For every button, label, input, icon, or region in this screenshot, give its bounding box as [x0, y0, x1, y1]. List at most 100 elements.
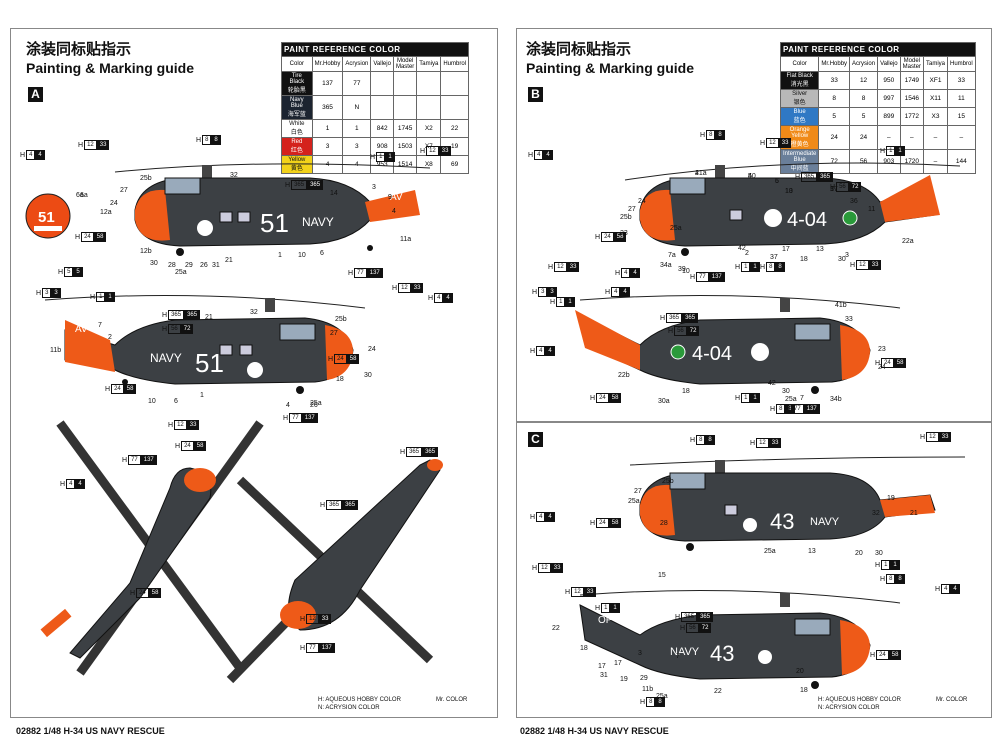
part-number: 12b — [140, 248, 152, 255]
rotor-hub — [202, 165, 212, 179]
paint-cell-hobby: 72 — [818, 149, 851, 174]
legend-acrysion: N: ACRYSION COLOR — [818, 705, 880, 711]
col-header: Color — [281, 56, 313, 72]
part-number: 30 — [364, 372, 372, 379]
paint-cell-tamiya: – — [922, 149, 949, 174]
rotor-hub — [715, 165, 725, 179]
part-number: 25b — [662, 478, 674, 485]
cabin-window — [724, 504, 738, 516]
paint-cell-acry: 12 — [849, 71, 879, 90]
paint-cell-mm: 1546 — [899, 89, 924, 108]
section-badge-a: A — [28, 87, 43, 102]
part-number: 22 — [714, 688, 722, 695]
part-number: 30 — [875, 550, 883, 557]
paint-cell-mm: 1503 — [392, 137, 418, 156]
part-number: 22 — [552, 625, 560, 632]
side-code: 43 — [770, 509, 794, 534]
paint-cell-hobby: 8 — [818, 89, 851, 108]
tail-wheel — [367, 245, 373, 251]
cockpit-window — [794, 618, 831, 636]
orange-tail — [40, 608, 72, 638]
paint-cell-acry: 56 — [849, 149, 879, 174]
part-number: 24 — [368, 346, 376, 353]
col-header: Acrysion — [342, 56, 372, 72]
rotor-hub — [780, 593, 790, 607]
part-number: 30 — [150, 260, 158, 267]
part-number: 27 — [634, 488, 642, 495]
navy-lettering: NAVY — [150, 351, 182, 365]
part-number: 21 — [205, 314, 213, 321]
rotor-blade — [629, 456, 966, 466]
paint-cell-acry: 77 — [342, 71, 372, 96]
part-number: 1 — [830, 186, 834, 193]
rotor-blade — [44, 295, 366, 309]
orange-nose — [640, 189, 675, 241]
part-number: 33 — [845, 316, 853, 323]
col-header: Tamiya — [922, 56, 949, 72]
part-number: 1 — [278, 252, 282, 259]
cockpit-window — [164, 177, 201, 195]
legend-mrcolor: Mr. COLOR — [936, 697, 968, 703]
wheel — [176, 248, 184, 256]
part-number: 12a — [100, 209, 112, 216]
paint-cell-acry: 1 — [342, 119, 372, 138]
part-number: 24 — [110, 200, 118, 207]
rotor-hub — [715, 460, 725, 474]
side-code: 51 — [260, 208, 289, 238]
part-number: 41a — [695, 170, 707, 177]
paint-cell-mm — [392, 71, 418, 96]
part-number: 11 — [868, 206, 876, 213]
col-header: Humbrol — [947, 56, 976, 72]
section-badge-b: B — [528, 87, 543, 102]
part-number: 22b — [618, 372, 630, 379]
legend-acrysion: N: ACRYSION COLOR — [318, 705, 380, 711]
fuselage-bottom — [288, 459, 441, 631]
roundel — [670, 344, 686, 360]
part-number: 7a — [668, 252, 676, 259]
paint-cell-tamiya: – — [922, 125, 949, 150]
part-number: 34b — [830, 396, 842, 403]
orange-nose — [184, 468, 216, 492]
part-number: 36 — [850, 198, 858, 205]
paint-reference-table-left: PAINT REFERENCE COLOR Color Mr.Hobby Acr… — [281, 42, 469, 174]
rotor-blade — [624, 162, 961, 181]
part-number: 24 — [638, 198, 646, 205]
part-number: 19 — [620, 676, 628, 683]
part-number: 6 — [775, 178, 779, 185]
paint-cell-acry: 8 — [849, 89, 879, 108]
paint-cell-mm: 1514 — [392, 155, 418, 174]
paint-cell-mm: 1772 — [899, 107, 924, 126]
wheel — [686, 543, 694, 551]
paint-cell-humbrol: – — [947, 125, 976, 150]
col-header: Vallejo — [877, 56, 901, 72]
part-number: 26 — [200, 262, 208, 269]
part-number: 6 — [174, 398, 178, 405]
part-number: 7 — [98, 322, 102, 329]
part-number: 42 — [768, 380, 776, 387]
col-header: Vallejo — [370, 56, 394, 72]
part-number: 2 — [745, 250, 749, 257]
part-number: 25b — [140, 175, 152, 182]
